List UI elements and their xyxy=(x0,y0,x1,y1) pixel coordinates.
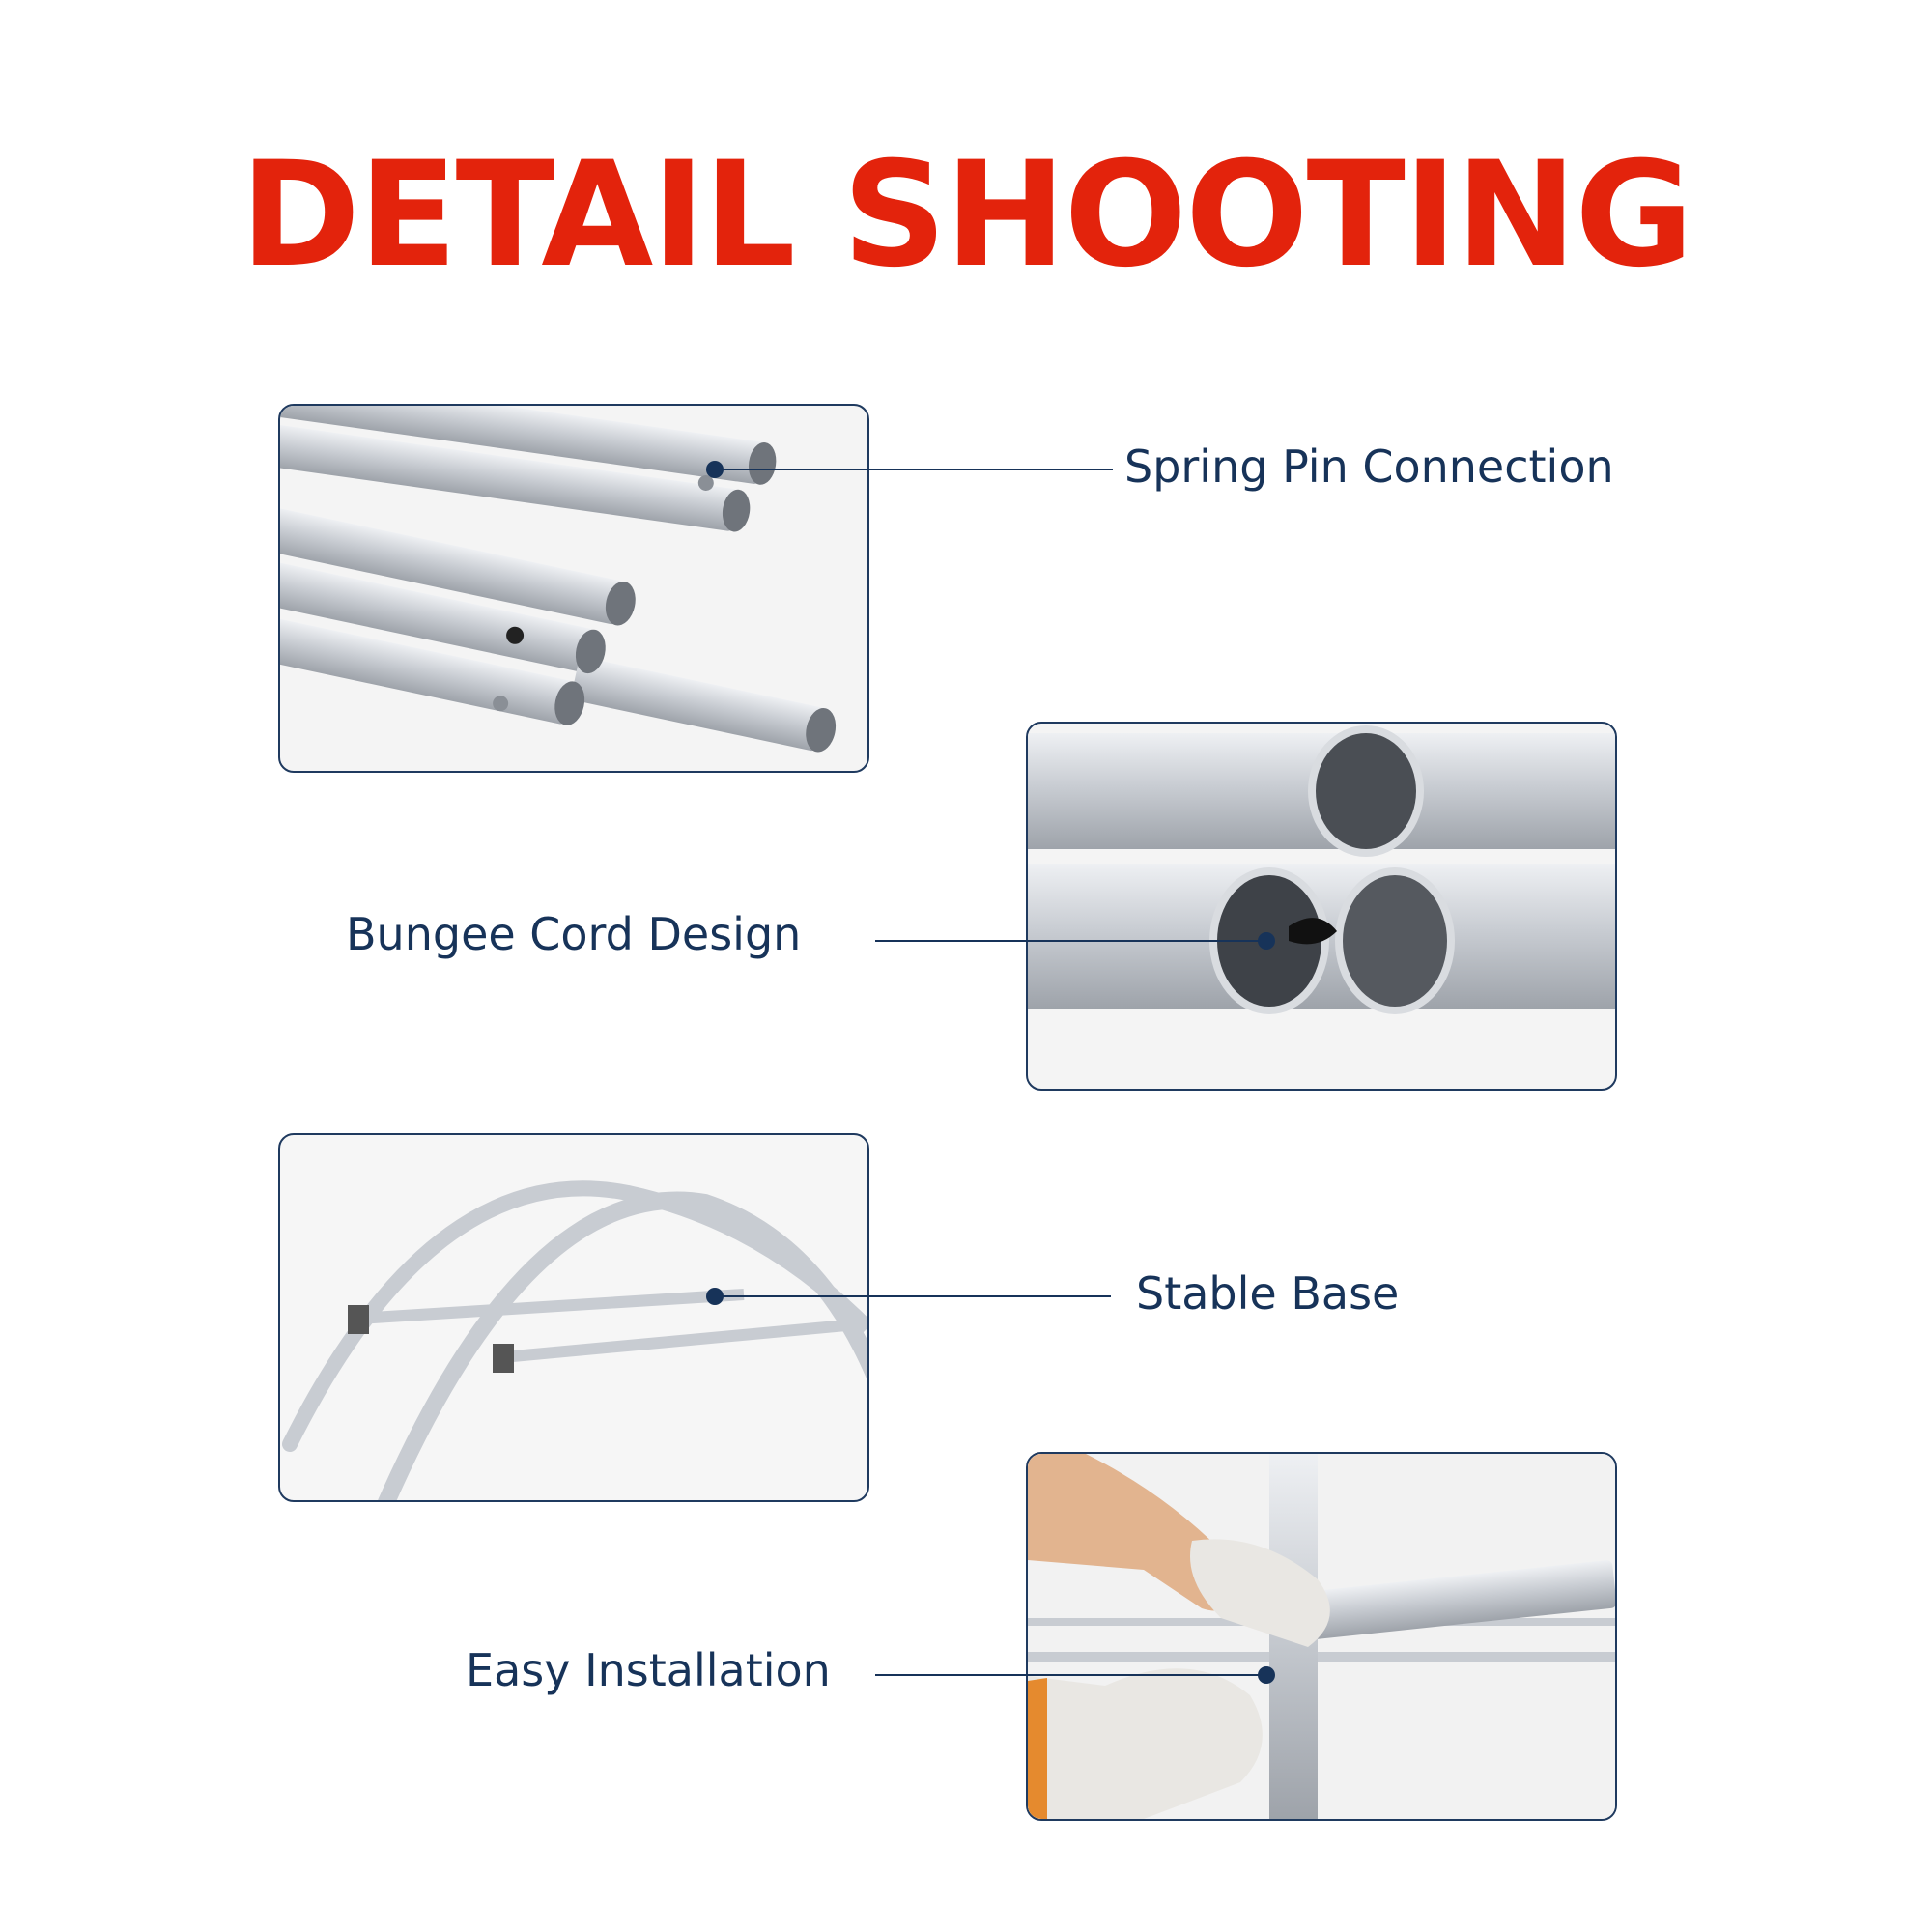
spring-pin-leader xyxy=(715,469,1113,470)
bungee-cord-label: Bungee Cord Design xyxy=(346,908,802,960)
stable-base-label: Stable Base xyxy=(1136,1267,1400,1320)
spring-pin-label: Spring Pin Connection xyxy=(1124,440,1614,493)
spring-pin-photo xyxy=(278,404,869,773)
bungee-cord-leader xyxy=(875,940,1266,942)
easy-installation-marker xyxy=(1258,1666,1275,1684)
bungee-cord-photo xyxy=(1026,722,1617,1091)
bungee-cord-marker xyxy=(1258,932,1275,950)
easy-installation-label: Easy Installation xyxy=(466,1644,831,1696)
stable-base-photo xyxy=(278,1133,869,1502)
page-title: DETAIL SHOOTING xyxy=(240,131,1694,299)
easy-installation-leader xyxy=(875,1674,1266,1676)
stable-base-leader xyxy=(715,1295,1111,1297)
easy-installation-photo xyxy=(1026,1452,1617,1821)
